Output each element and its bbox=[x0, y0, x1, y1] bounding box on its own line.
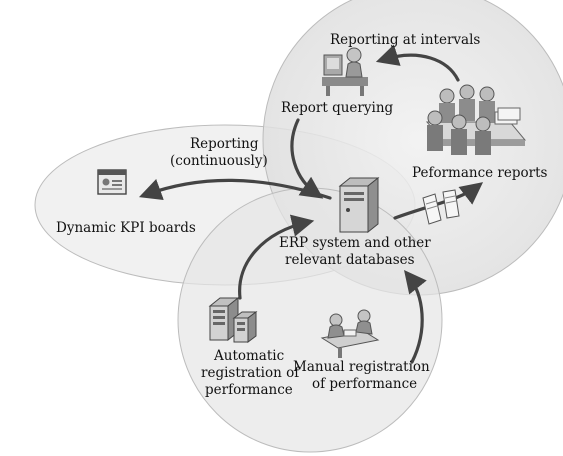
label-automatic-2: registration of bbox=[201, 365, 300, 381]
arrow-reporting-intervals bbox=[375, 44, 460, 82]
server-icon bbox=[338, 176, 380, 234]
kpi-board-icon bbox=[97, 169, 127, 195]
label-erp-1: ERP system and other bbox=[279, 235, 431, 251]
two-people-desk-icon bbox=[320, 309, 380, 358]
label-report-querying: Report querying bbox=[281, 100, 394, 116]
arrow-to-reports bbox=[393, 182, 484, 220]
arrow-report-querying bbox=[290, 118, 324, 199]
label-reporting-continuously-1: Reporting bbox=[190, 136, 259, 152]
label-performance-reports: Peformance reports bbox=[412, 165, 548, 181]
label-kpi-boards: Dynamic KPI boards bbox=[56, 220, 196, 236]
person-at-computer-icon bbox=[322, 47, 368, 96]
label-erp-2: relevant databases bbox=[285, 252, 415, 268]
meeting-group-icon bbox=[425, 84, 527, 155]
label-manual-2: of performance bbox=[312, 376, 417, 392]
label-automatic-1: Automatic bbox=[213, 348, 284, 364]
server-rack-icon bbox=[208, 296, 258, 343]
arrow-reporting-continuously bbox=[138, 178, 332, 201]
label-automatic-3: performance bbox=[205, 382, 293, 398]
label-reporting-intervals: Reporting at intervals bbox=[330, 32, 480, 48]
arrow-automatic bbox=[238, 214, 315, 300]
label-reporting-continuously-2: (continuously) bbox=[170, 153, 268, 169]
label-manual-1: Manual registration bbox=[293, 359, 430, 375]
arrow-manual bbox=[404, 269, 427, 364]
documents-icon bbox=[422, 189, 460, 225]
